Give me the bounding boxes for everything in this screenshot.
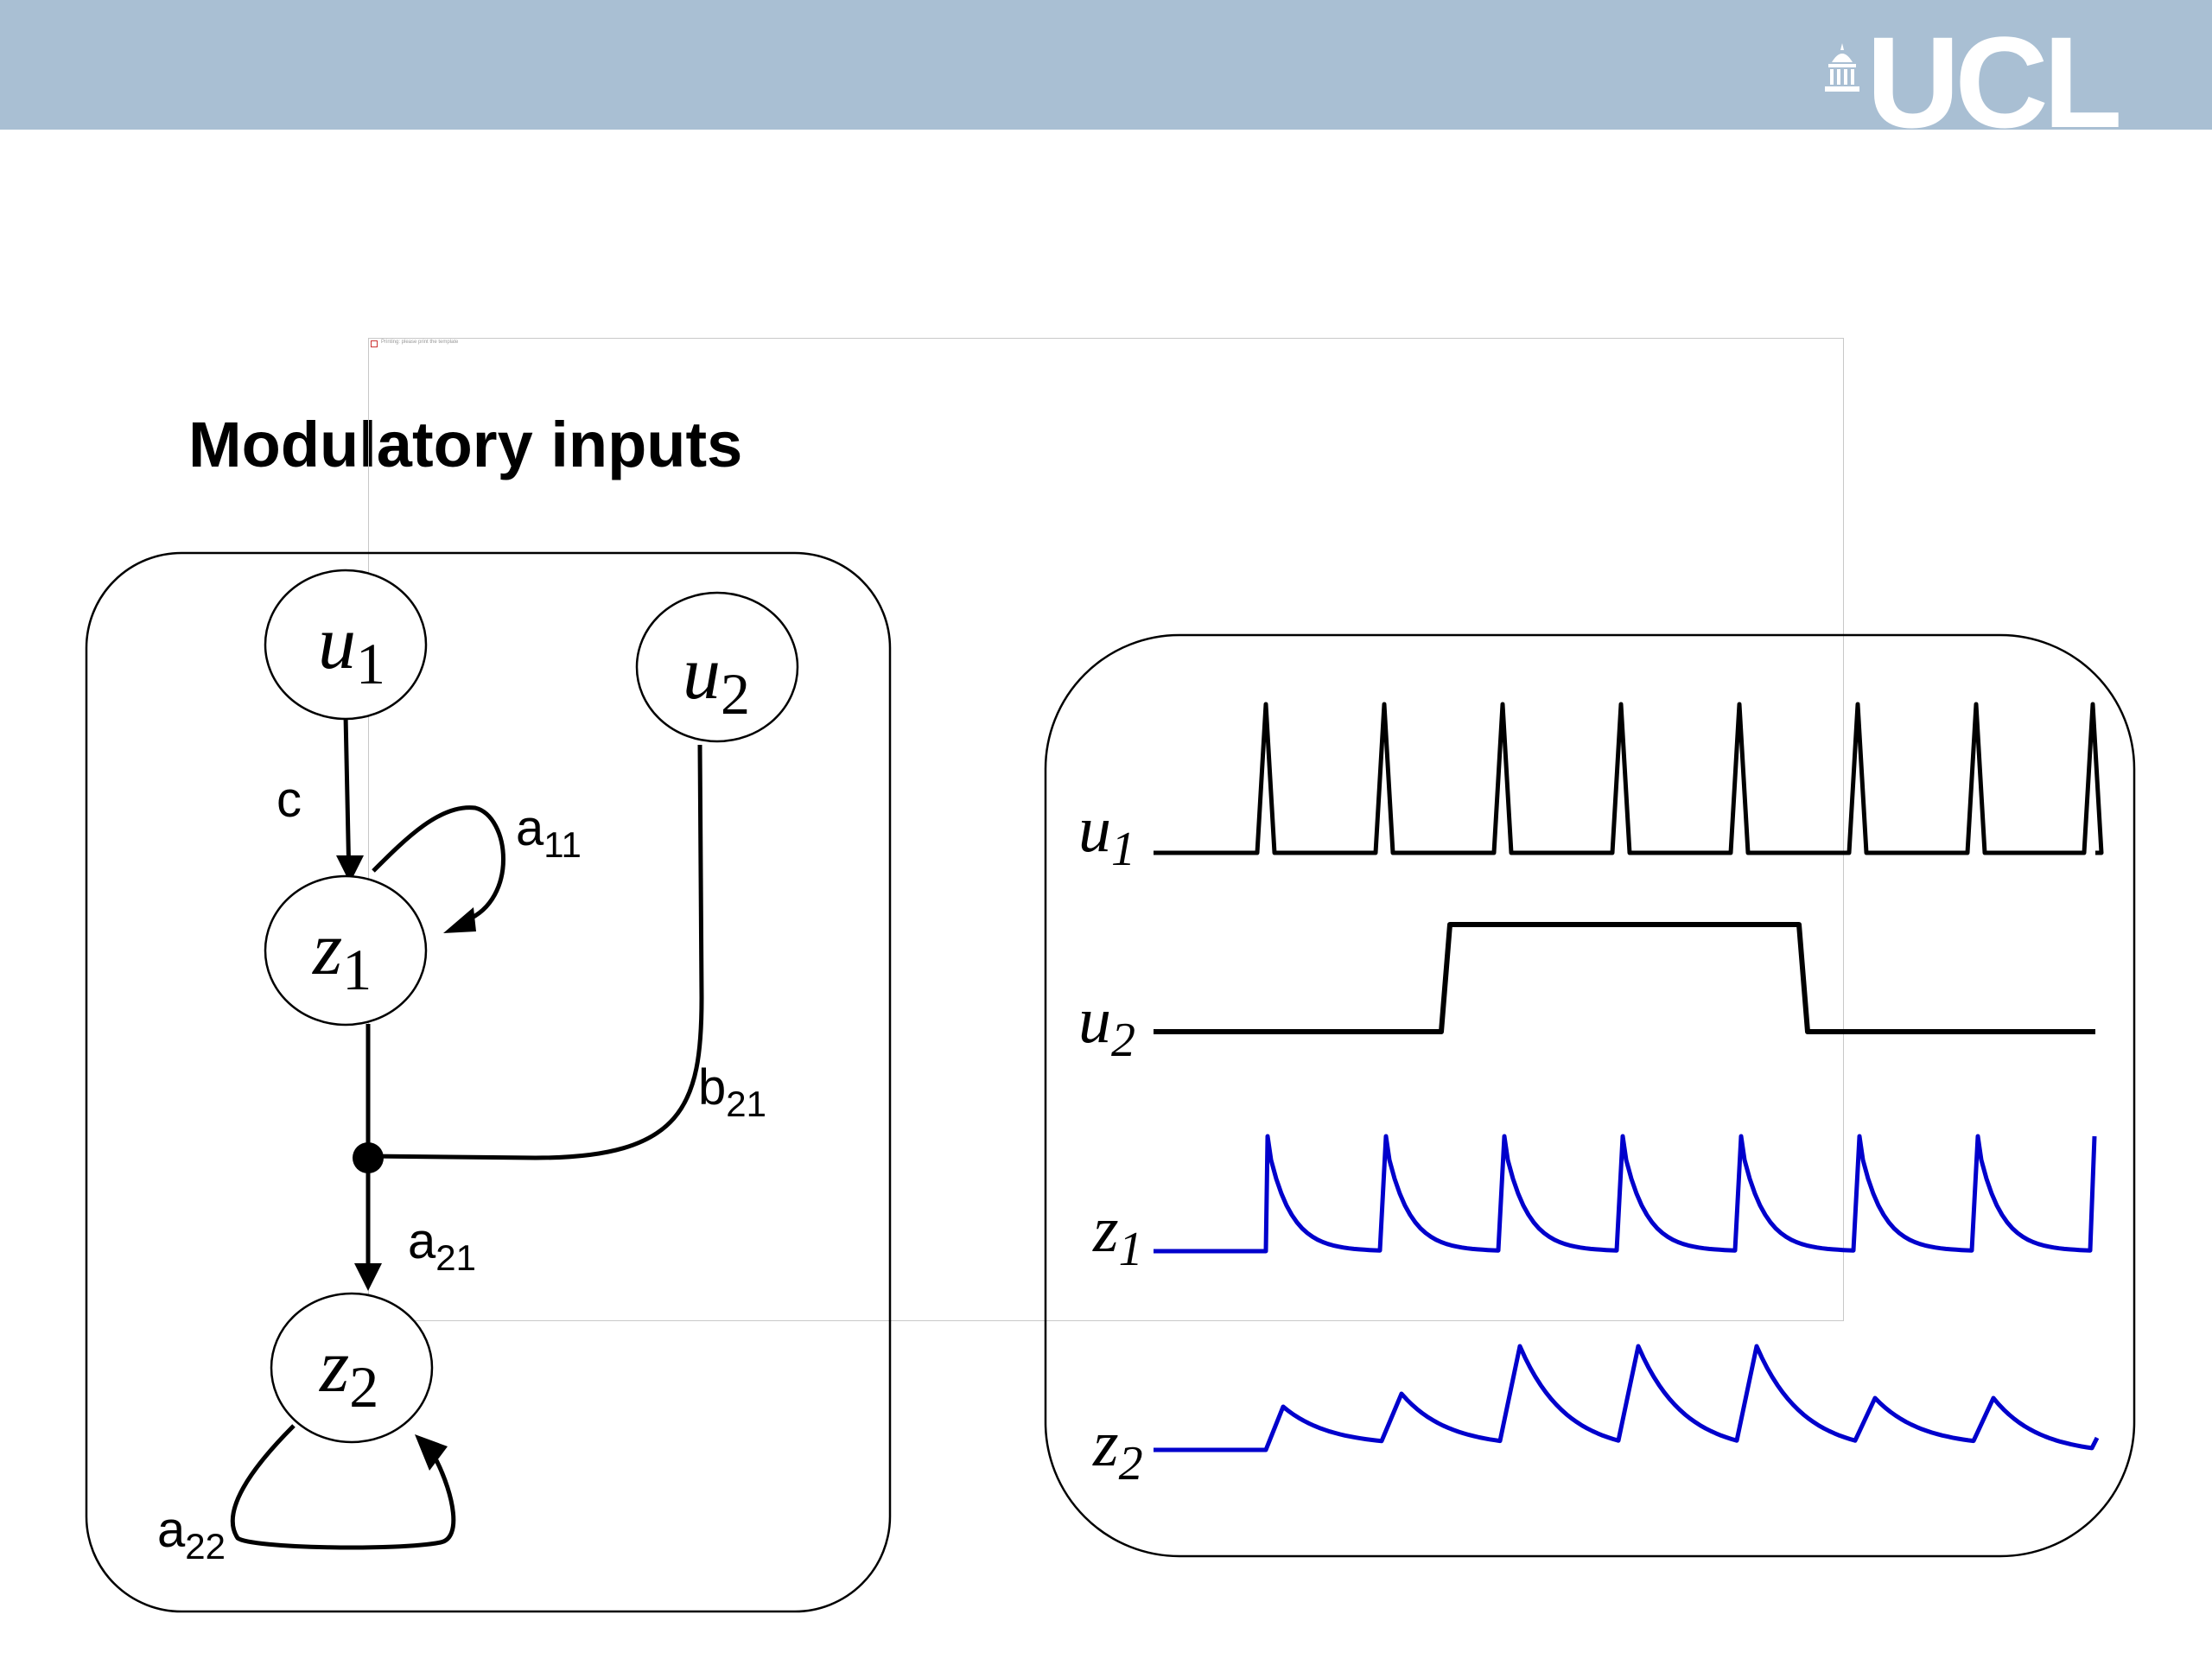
slide-title: Modulatory inputs (188, 409, 743, 480)
node-u2-label: u2 (683, 632, 750, 727)
node-u1-label: u1 (318, 601, 385, 696)
diagram-panel-frame (85, 551, 892, 1613)
edge-a21-arrowhead (354, 1263, 382, 1291)
node-u2[interactable] (635, 591, 799, 743)
ucl-logo-text: UCL (1866, 10, 2122, 155)
edge-a22-arrowhead (415, 1434, 448, 1471)
edge-a22 (230, 1424, 456, 1550)
object-caption: Printing: please print the template (381, 340, 459, 345)
trace-z1 (1154, 1134, 2097, 1254)
ucl-logo: UCL (1819, 17, 2156, 147)
node-z2[interactable] (270, 1292, 434, 1444)
edge-label-c: c (276, 772, 302, 828)
node-u1[interactable] (264, 569, 428, 721)
trace-z2 (1154, 1344, 2100, 1452)
edge-b21 (367, 744, 704, 1160)
edge-label-b21: b21 (698, 1059, 766, 1124)
node-z1[interactable] (264, 874, 428, 1027)
timeseries-panel: u1 u2 z1 z2 (1044, 633, 2136, 1558)
node-z2-label: z2 (319, 1325, 378, 1420)
trace-label-z2: z2 (1092, 1408, 1143, 1491)
edge-a11 (372, 805, 505, 923)
timeseries-panel-frame (1044, 633, 2136, 1558)
trace-label-z1: z1 (1092, 1193, 1143, 1276)
edge-c-arrowhead (336, 855, 364, 883)
trace-u2 (1154, 922, 2095, 1034)
network-diagram: u1 u2 z1 z2 c a11 b21 a21 a22 (85, 551, 892, 1613)
trace-label-u2: u2 (1078, 984, 1135, 1067)
header-bar: UCL (0, 0, 2212, 147)
trace-u1 (1154, 702, 2104, 855)
object-icon (371, 340, 378, 347)
node-z1-label: z1 (312, 907, 372, 1002)
edge-label-a22: a22 (157, 1502, 226, 1567)
edge-c (343, 715, 352, 882)
edge-a11-arrowhead (443, 907, 476, 933)
edge-label-a21: a21 (408, 1213, 476, 1278)
trace-label-u1: u1 (1078, 793, 1135, 876)
building-dome-icon (1825, 43, 1859, 92)
edge-label-a11: a11 (516, 800, 582, 865)
embedded-object-frame[interactable]: Printing: please print the template (368, 338, 1844, 1321)
